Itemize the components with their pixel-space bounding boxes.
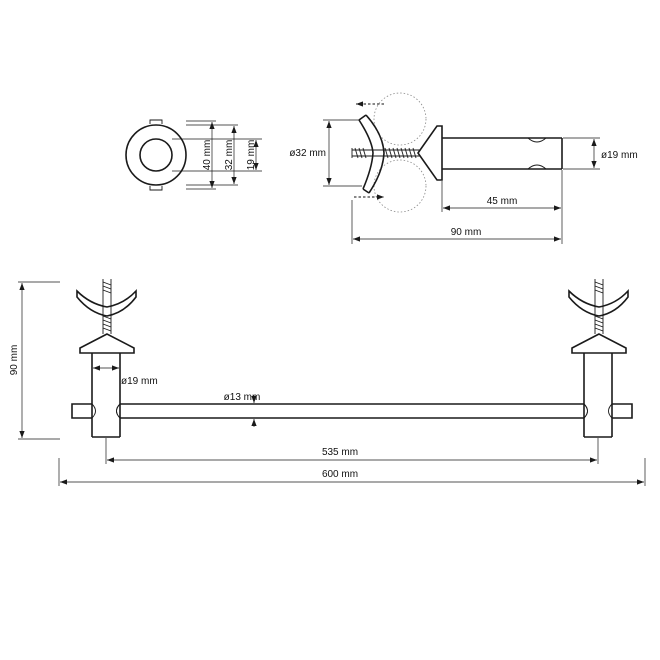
front-dim-mid: 32 mm xyxy=(224,140,235,171)
main-view: 90 mm ø19 mm ø13 mm 535 mm 600 mm xyxy=(9,279,646,486)
left-mount xyxy=(76,279,137,438)
front-view: 40 mm 32 mm 19 mm xyxy=(125,119,262,191)
front-dim-inner: 19 mm xyxy=(246,140,257,171)
side-dim-plate: ø32 mm xyxy=(289,148,326,159)
side-dim-total-depth: 90 mm xyxy=(451,227,482,238)
main-dim-post: ø19 mm xyxy=(121,376,158,387)
side-dim-post-length: 45 mm xyxy=(487,196,518,207)
side-dim-post: ø19 mm xyxy=(601,150,638,161)
right-mount xyxy=(568,279,629,438)
main-dim-total-width: 600 mm xyxy=(322,469,358,480)
main-dim-inner-width: 535 mm xyxy=(322,447,358,458)
side-screw xyxy=(351,147,420,159)
side-view: ø32 mm ø19 mm 45 mm 90 mm xyxy=(289,92,638,244)
front-dim-outer: 40 mm xyxy=(202,140,213,171)
main-dim-height: 90 mm xyxy=(9,345,20,376)
main-dim-rod: ø13 mm xyxy=(224,392,261,403)
